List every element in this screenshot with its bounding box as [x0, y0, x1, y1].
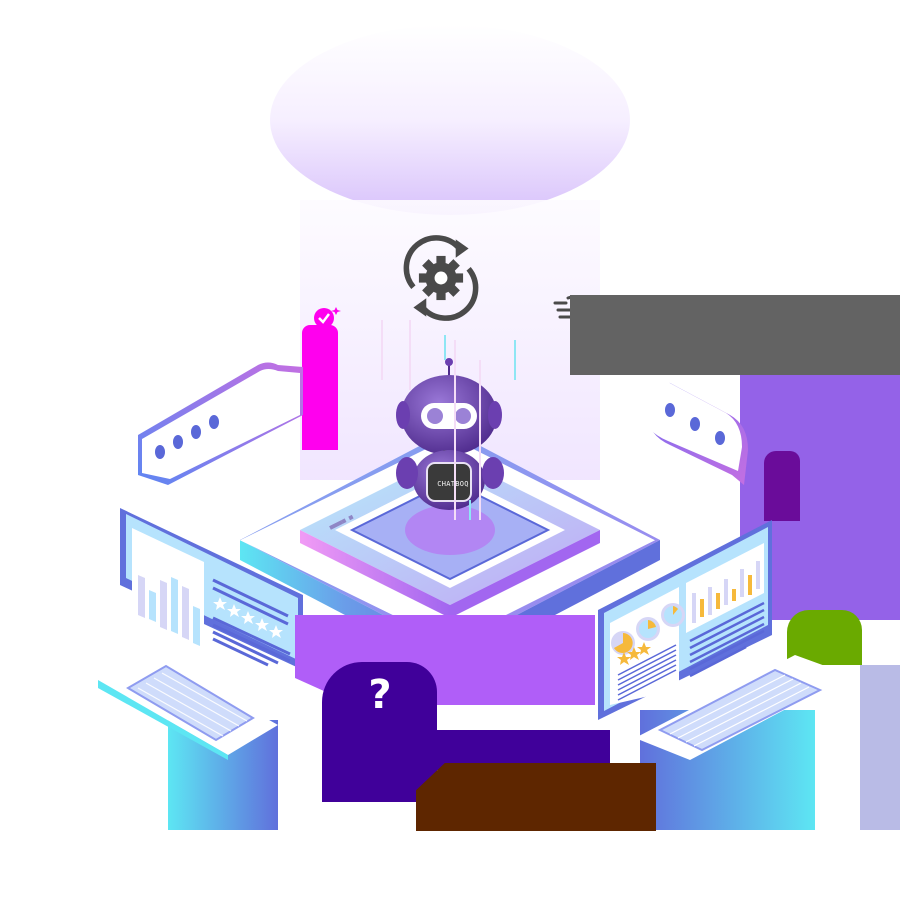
gray-panel: [570, 295, 900, 375]
processor-chip: [290, 440, 610, 620]
magenta-accent-bar: [302, 325, 338, 450]
left-keyboard-desk: [88, 650, 288, 840]
robot-chest-label: CHATBOQ: [437, 480, 469, 488]
check-badge-icon: [312, 305, 342, 335]
lilac-strip: [860, 665, 900, 830]
right-keyboard-desk: [620, 650, 860, 835]
green-blob: [787, 610, 862, 665]
light-streaks: [370, 320, 540, 530]
left-monitor: [118, 500, 308, 670]
cloud-glow: [260, 20, 640, 220]
help-question-mark: ?: [368, 672, 392, 718]
right-monitor: [596, 515, 776, 720]
gear-refresh-icon: [395, 232, 487, 324]
left-chat-bubble: [128, 355, 308, 485]
purple-tab: [764, 451, 800, 521]
chatbot-robot: [385, 355, 525, 525]
brown-block: [416, 763, 656, 831]
right-chat-bubble: [640, 375, 760, 485]
